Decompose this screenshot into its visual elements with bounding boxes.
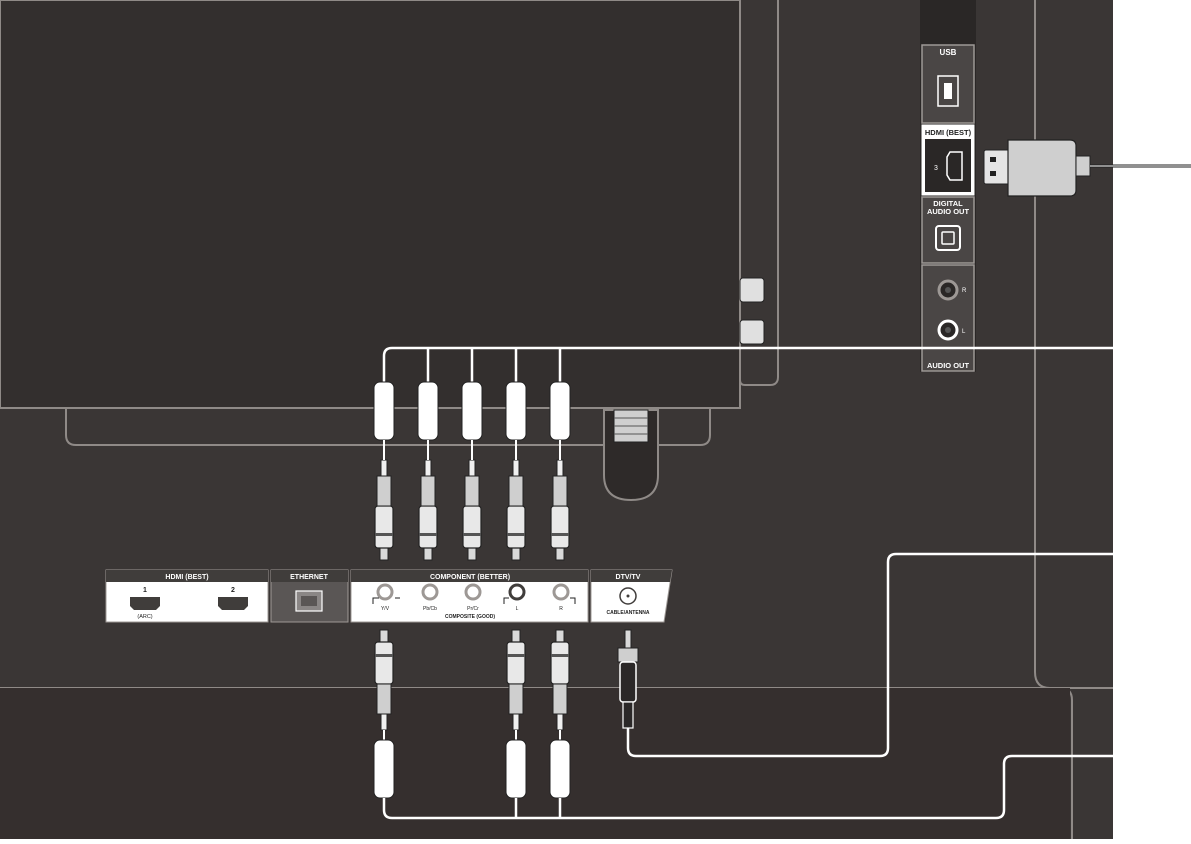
composite-label: COMPOSITE (GOOD) [445, 614, 495, 620]
bottom-panel-area [0, 688, 1070, 839]
side-button-2 [740, 320, 764, 344]
hdmi1-arc: (ARC) [137, 614, 152, 620]
component-wire-l [506, 382, 526, 440]
hdmi2-port [218, 597, 248, 610]
coax-pin [625, 630, 631, 648]
margin [1113, 0, 1191, 839]
side-port-panel: USB HDMI (BEST) 3 DIGITAL AUDIO OUT R L … [920, 0, 976, 372]
hdmi3-port-bg [925, 139, 971, 192]
composite-wire-l [506, 740, 526, 798]
hdmi1-port [130, 597, 160, 610]
jack-label-pr: Pr/Cr [467, 606, 479, 612]
jack-label-y: Y/V [381, 606, 390, 612]
coax-nut [618, 648, 638, 662]
usb-label: USB [940, 48, 957, 57]
jack-y [378, 585, 392, 599]
component-wire-y [374, 382, 394, 440]
composite-wire-r [550, 740, 570, 798]
coax-plug-body [620, 662, 636, 702]
component-wire-pb [418, 382, 438, 440]
usb-port-tongue [944, 83, 952, 99]
bottom-port-panel: HDMI (BEST) 1 (ARC) 2 ETHERNET COMPONENT… [106, 570, 672, 622]
ethernet-label: ETHERNET [290, 574, 328, 581]
hdmi-label: HDMI (BEST) [165, 574, 208, 581]
hdmi3-number: 3 [934, 165, 938, 172]
jack-label-l: L [516, 606, 519, 612]
antenna-label: CABLE/ANTENNA [606, 610, 649, 616]
hdmi1-number: 1 [143, 587, 147, 594]
jack-pb [423, 585, 437, 599]
component-wire-pr [462, 382, 482, 440]
component-label: COMPONENT (BETTER) [430, 574, 510, 581]
dtv-label: DTV/TV [616, 574, 641, 581]
hdmi3-label: HDMI (BEST) [925, 128, 972, 137]
hdmi-plug-body [1008, 140, 1076, 196]
jack-r [554, 585, 568, 599]
audio-out-label: AUDIO OUT [927, 361, 970, 370]
audio-out-r-label: R [962, 288, 967, 294]
component-wire-r [550, 382, 570, 440]
hdmi-plug-tip [984, 150, 1010, 184]
jack-pr [466, 585, 480, 599]
hdmi2-number: 2 [231, 587, 235, 594]
jack-label-pb: Pb/Cb [423, 606, 437, 612]
digital-audio-label-2: AUDIO OUT [927, 207, 970, 216]
jack-l [510, 585, 524, 599]
jack-label-r: R [559, 606, 563, 612]
side-button-1 [740, 278, 764, 302]
composite-wire-video [374, 740, 394, 798]
